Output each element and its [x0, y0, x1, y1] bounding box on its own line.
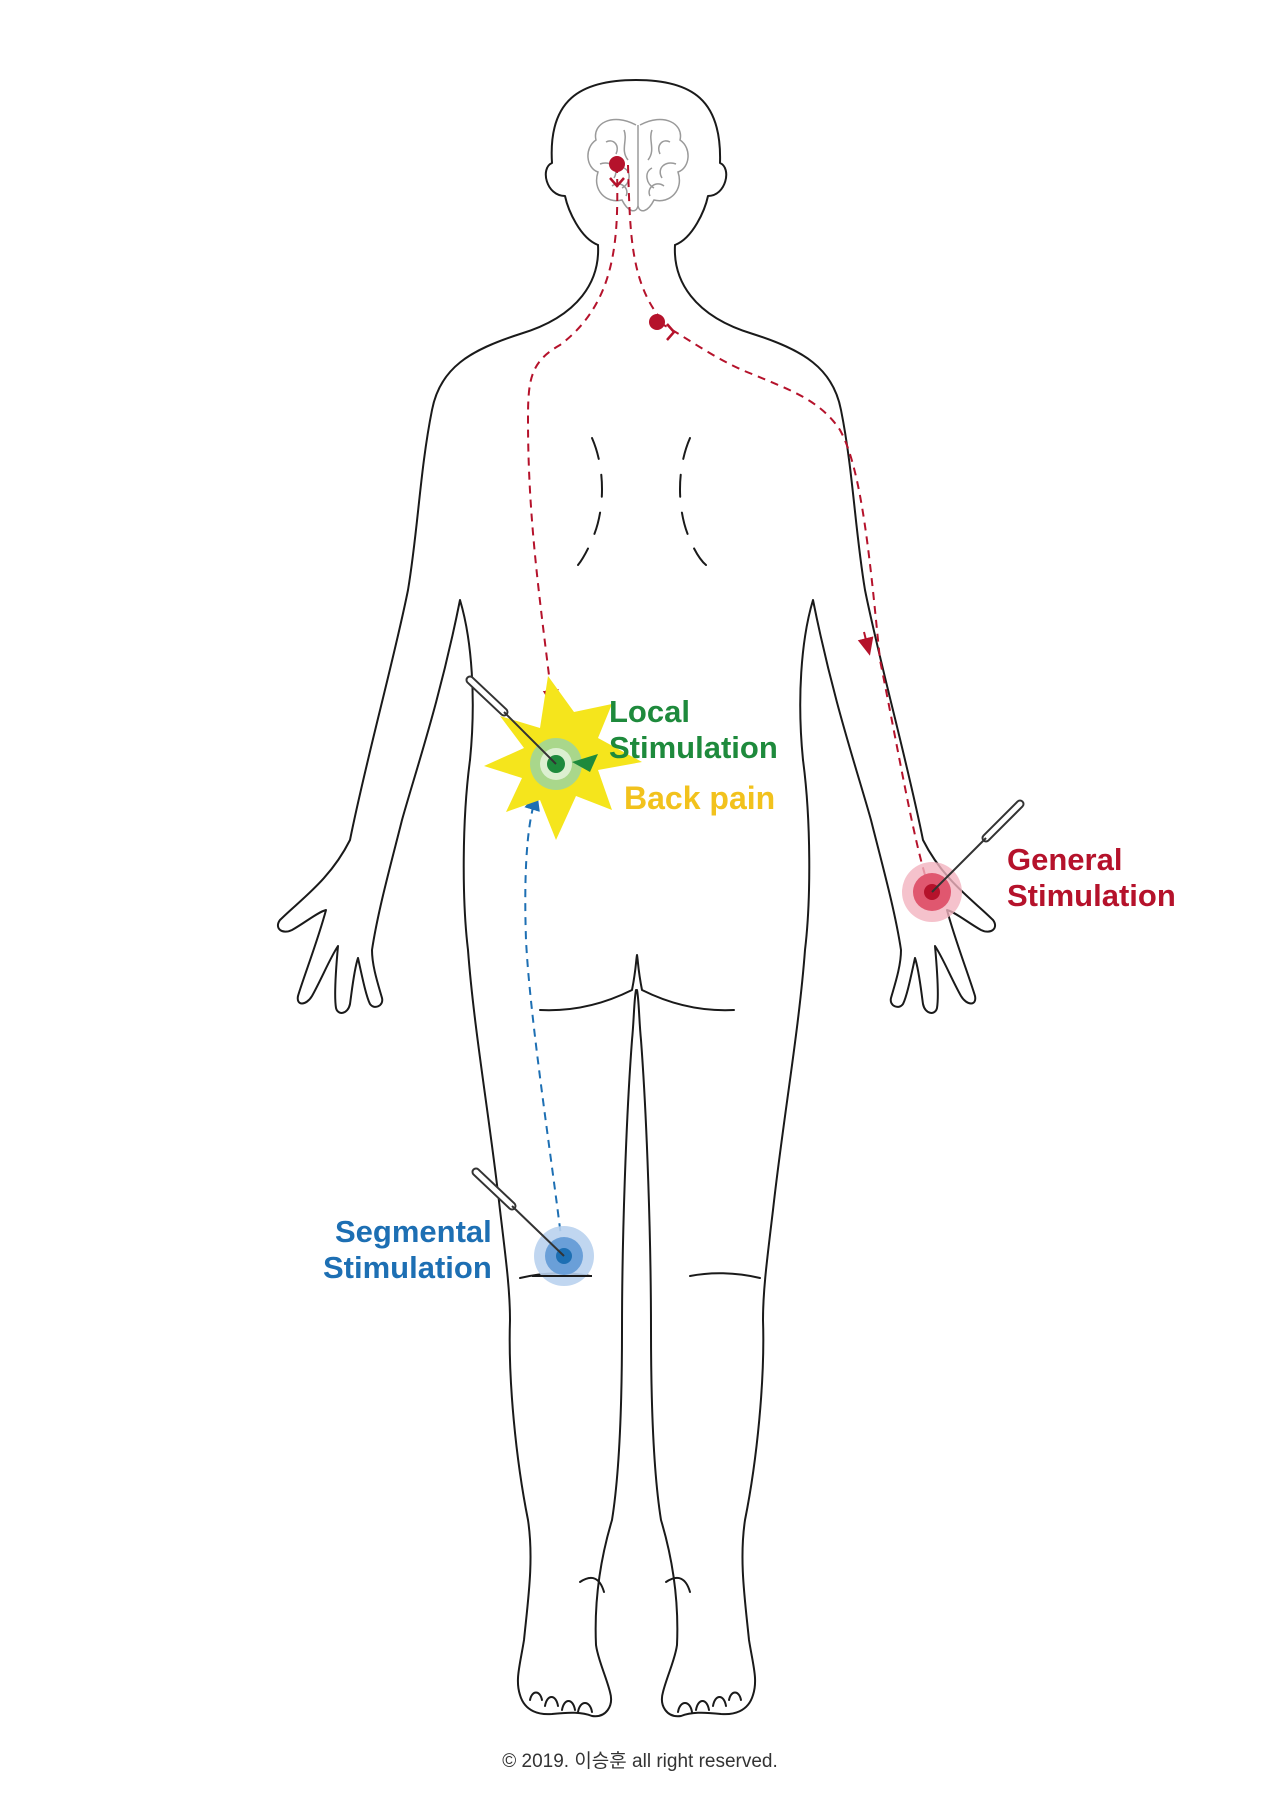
head-outline: [544, 79, 728, 246]
right-toes: [677, 1691, 742, 1713]
brain-synapse: [609, 177, 625, 188]
right-leg-outline: [636, 759, 811, 1718]
back-pain-label: Back pain: [624, 780, 776, 816]
descending-pathway: [526, 164, 619, 708]
left-leg-outline: [462, 759, 637, 1718]
general-label-line2: Stimulation: [1007, 878, 1176, 913]
ascending-pathway: [661, 323, 926, 876]
copyright-notice: © 2019. 이승훈 all right reserved.: [502, 1751, 778, 1772]
local-arrow: [572, 754, 598, 772]
local-needle-icon: [465, 675, 557, 765]
segmental-label-line2: Stimulation: [323, 1250, 492, 1285]
right-side-outline: [673, 244, 997, 1014]
left-side-outline: [276, 244, 600, 1014]
general-label-line1: General: [1007, 842, 1123, 877]
brain-relay-dot: [609, 156, 625, 172]
shoulder-blades: [577, 437, 707, 566]
right-knee-crease: [689, 1272, 761, 1279]
local-stimulation-label: Local Stimulation: [609, 694, 778, 766]
spinal-relay-dot: [649, 314, 665, 330]
segmental-needle-icon: [471, 1167, 565, 1257]
local-label-line2: Stimulation: [609, 730, 778, 765]
segmental-stimulation-label: Segmental Stimulation: [323, 1214, 492, 1286]
right-ankle: [665, 1576, 691, 1593]
ascending-arrow: [857, 631, 874, 656]
brain-spinal-line: [627, 164, 661, 319]
brain-icon: [587, 118, 689, 212]
local-label-line1: Local: [609, 694, 690, 729]
segmental-pathway: [524, 792, 563, 1246]
buttocks-crease: [539, 954, 735, 1012]
general-stimulation-label: General Stimulation: [1007, 842, 1176, 914]
body-outline: [276, 79, 997, 1718]
left-toes: [529, 1691, 593, 1713]
general-needle-icon: [931, 799, 1025, 893]
spinal-synapse: [666, 323, 676, 341]
left-ankle: [579, 1576, 605, 1593]
segmental-label-line1: Segmental: [335, 1214, 492, 1249]
